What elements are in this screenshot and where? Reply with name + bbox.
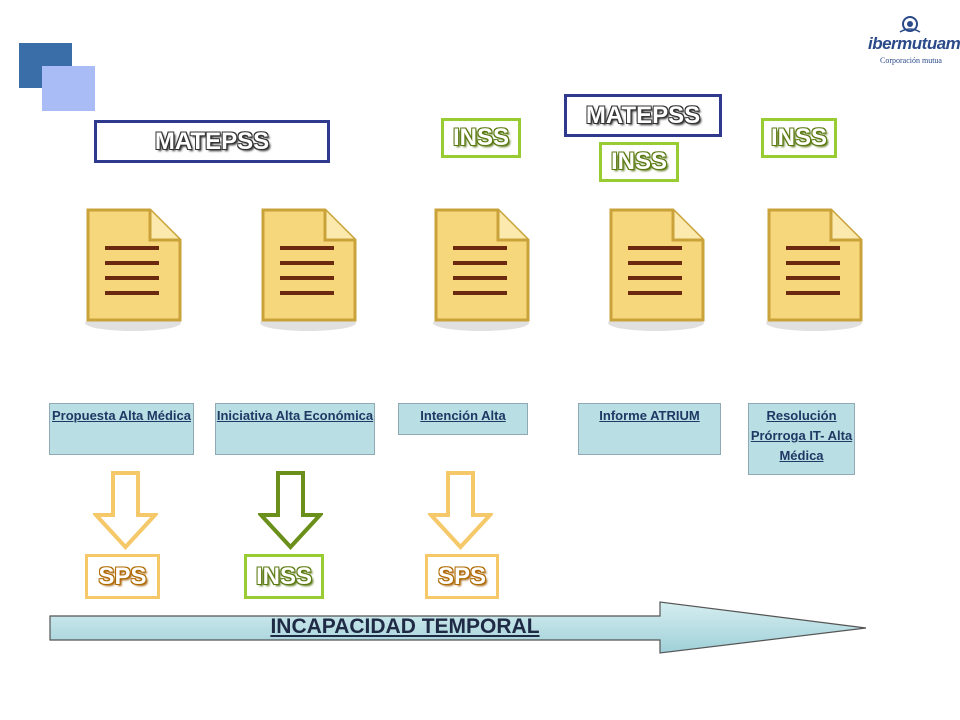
logo-emblem-icon: [899, 16, 921, 33]
matepss-box-left: MATEPSS: [94, 120, 330, 163]
document-icon: [433, 208, 530, 331]
document-icon: [608, 208, 705, 331]
timeline-arrow: [49, 601, 867, 654]
inss-box-1: INSS: [441, 118, 521, 158]
inss-box-bottom: INSS: [244, 554, 324, 599]
arrow-down-icon: [428, 471, 493, 550]
inss-box-3: INSS: [761, 118, 837, 158]
sps-box-1: SPS: [85, 554, 160, 599]
document-icon: [260, 208, 357, 331]
corner-square-light: [42, 66, 95, 111]
arrow-down-icon: [93, 471, 158, 550]
logo-wordmark: ibermutuamur: [868, 34, 960, 53]
label-informe-atrium: Informe ATRIUM: [578, 403, 721, 455]
label-iniciativa-alta-economica: Iniciativa Alta Económica: [215, 403, 375, 455]
sps-box-2: SPS: [425, 554, 499, 599]
ibermutuamur-logo: [866, 14, 956, 70]
label-propuesta-alta-medica: Propuesta Alta Médica: [49, 403, 194, 455]
document-icon: [85, 208, 182, 331]
inss-box-2: INSS: [599, 142, 679, 182]
arrow-down-icon: [258, 471, 323, 550]
timeline-label: INCAPACIDAD TEMPORAL: [270, 615, 540, 638]
document-icon: [766, 208, 863, 331]
logo-subtitle: Corporación mutua: [880, 56, 942, 65]
matepss-box-right: MATEPSS: [564, 94, 722, 137]
label-resolucion-prorroga: Resolución Prórroga IT- Alta Médica: [748, 403, 855, 475]
label-intencion-alta: Intención Alta: [398, 403, 528, 435]
